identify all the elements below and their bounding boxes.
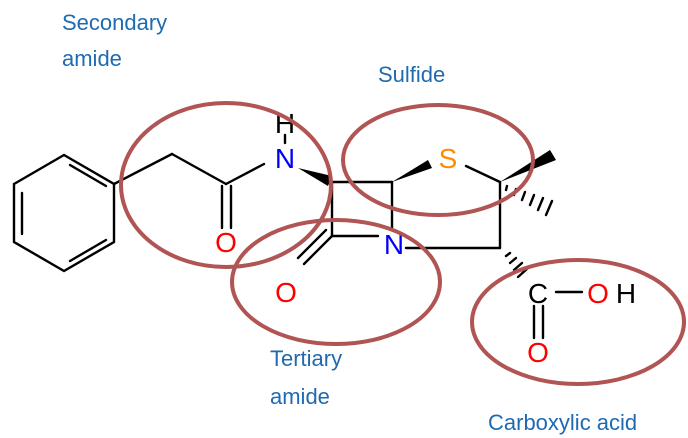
- atom-o-lactam: O: [275, 277, 297, 308]
- atom-s: S: [439, 143, 458, 174]
- highlight-tertiary-amide: [230, 218, 442, 346]
- atom-n-amide: N: [275, 143, 295, 174]
- benzene-ring: [12, 153, 116, 273]
- caption-tertiary-amide-line2: amide: [270, 384, 330, 409]
- bond-carbonyl-n: [224, 162, 266, 186]
- caption-secondary-amide-line2: amide: [62, 46, 122, 71]
- bond-ch2-carbonyl: [170, 152, 228, 186]
- wedge-methyl-1: [500, 150, 556, 182]
- highlight-secondary-amide: [119, 101, 333, 269]
- bond-lactam-co-2: [296, 228, 328, 260]
- atom-c-acid: C: [528, 278, 548, 309]
- bond-ring-ch2: [112, 152, 174, 186]
- bond-lactam-co-1: [302, 234, 334, 266]
- caption-secondary-amide-line1: Secondary: [62, 10, 167, 35]
- bond-s-c2: [464, 164, 502, 184]
- highlight-carboxylic-acid: [470, 258, 686, 386]
- benzene-hexagon: [12, 153, 116, 273]
- benzene-double-bond-2: [68, 163, 108, 188]
- caption-carboxylic-acid: Carboxylic acid: [488, 410, 637, 435]
- hash-methyl-2: [504, 184, 554, 217]
- caption-sulfide: Sulfide: [378, 62, 445, 87]
- atom-h-hydroxyl: H: [616, 278, 636, 309]
- caption-tertiary-amide-line1: Tertiary: [270, 346, 342, 371]
- atom-o-amide: O: [215, 227, 237, 258]
- wedge-n-c6: [298, 168, 332, 186]
- atom-o-carbonyl: O: [527, 337, 549, 368]
- wedge-c5-s: [392, 160, 432, 182]
- benzene-double-bond-3: [68, 238, 108, 263]
- atom-o-hydroxyl: O: [587, 278, 609, 309]
- atom-n-ring: N: [384, 229, 404, 260]
- highlight-sulfide: [341, 103, 535, 217]
